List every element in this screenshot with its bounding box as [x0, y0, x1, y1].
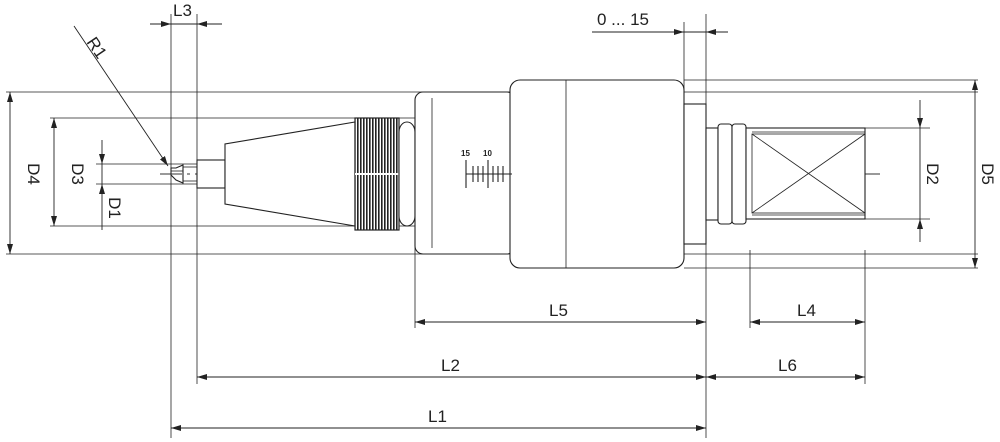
tool-body: [170, 79, 866, 269]
label-l3: L3: [173, 1, 192, 20]
label-l6: L6: [778, 356, 797, 375]
label-l1: L1: [428, 407, 447, 426]
dimension-lines: [7, 21, 978, 431]
scale-label-15: 15: [461, 149, 470, 158]
label-d4: D4: [24, 163, 43, 185]
label-l5: L5: [549, 301, 568, 320]
scale-label-10: 10: [483, 149, 492, 158]
label-d3: D3: [68, 163, 87, 185]
label-d5: D5: [978, 163, 997, 185]
label-d2: D2: [923, 163, 942, 185]
label-r1: R1: [83, 34, 111, 63]
adjustment-scale: 15 10: [461, 149, 512, 188]
label-l4: L4: [797, 301, 816, 320]
label-range: 0 ... 15: [597, 10, 649, 29]
extension-lines: [6, 14, 978, 438]
label-l2: L2: [441, 356, 460, 375]
label-d1: D1: [105, 197, 124, 219]
